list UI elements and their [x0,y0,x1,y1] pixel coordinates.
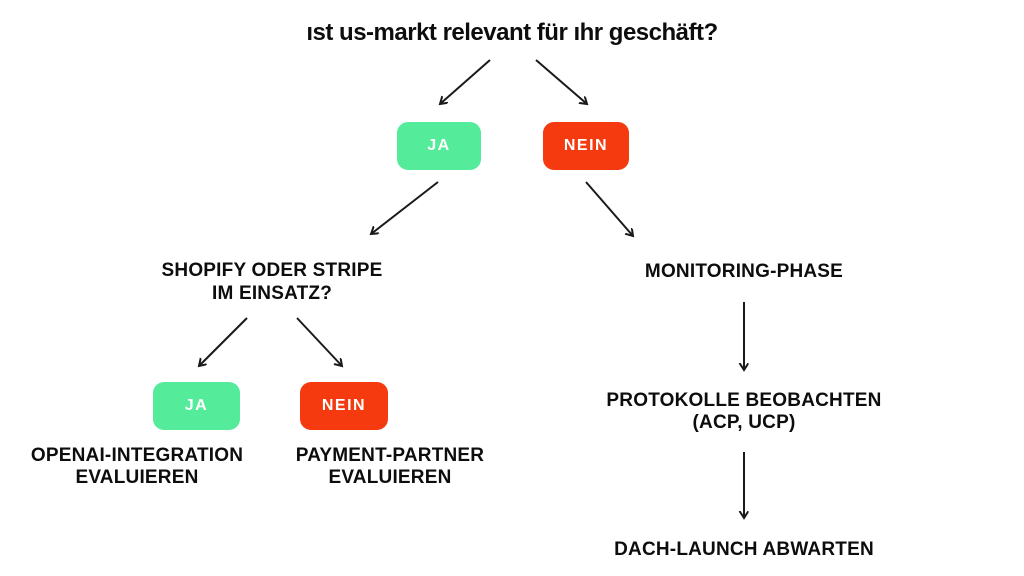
outcome-openai-integration: OPENAI-INTEGRATION EVALUIEREN [30,445,244,488]
outcome-protokolle-beobachten: PROTOKOLLE BEOBACHTEN (ACP, UCP) [606,390,882,433]
arrow-shopify-to-no [296,317,342,366]
decision-node-shopify-yes: JA [153,382,240,430]
arrow-title-to-yes [440,59,491,104]
node-monitoring-phase: MONITORING-PHASE [644,261,844,282]
arrow-yes-to-shopify [371,181,439,234]
decision-node-us-market-yes: JA [397,122,481,170]
outcome-payment-partner: PAYMENT-PARTNER EVALUIEREN [295,445,485,488]
arrow-no-to-monitoring [585,181,633,236]
arrow-shopify-to-yes [199,317,248,366]
arrow-title-to-no [535,59,587,104]
decision-node-us-market-no: NEIN [543,122,629,170]
question-shopify-stripe: SHOPIFY ODER STRIPE IM EINSATZ? [161,260,383,304]
flowchart-title: ıst us-markt relevant für ıhr geschäft? [306,19,718,46]
decision-node-shopify-no: NEIN [300,382,388,430]
outcome-dach-launch: DACH-LAUNCH ABWARTEN [614,539,874,560]
